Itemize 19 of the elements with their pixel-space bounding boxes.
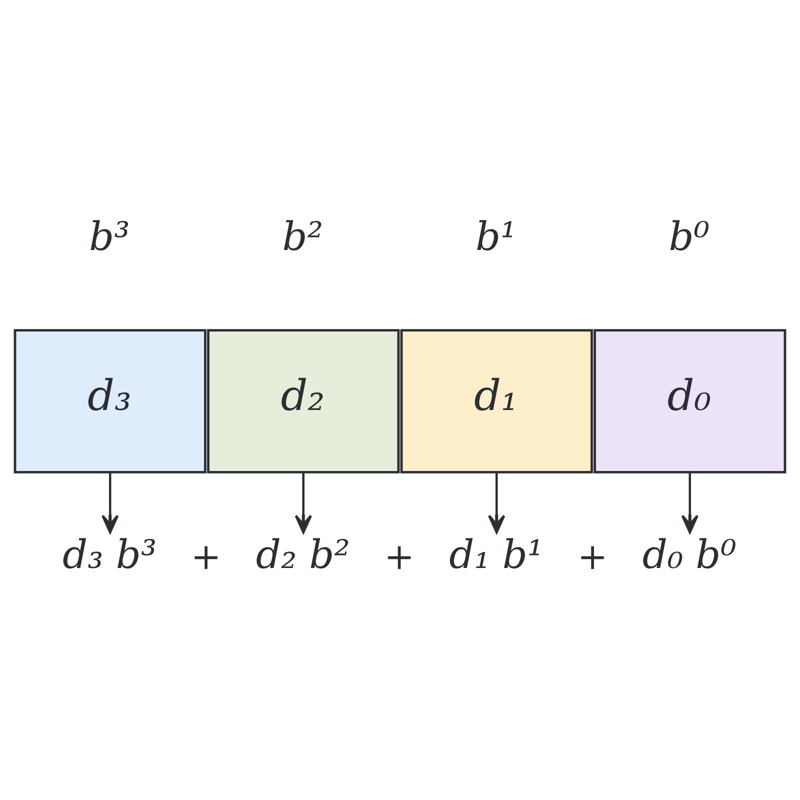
label: + [384, 534, 415, 578]
node-label: b³ [88, 214, 130, 260]
label: + [577, 534, 608, 578]
node-text: d₁ b¹ [449, 532, 544, 578]
node-text: d₀ b⁰ [642, 532, 737, 578]
node-box: d₃ [14, 328, 206, 473]
arrow [681, 472, 698, 533]
node-box: d₁ [400, 328, 593, 473]
arrow [294, 472, 312, 533]
arrow [102, 472, 119, 533]
node-label: b⁰ [668, 214, 710, 260]
node-text: d₃ b³ [62, 532, 157, 578]
node-text: d₂ b² [256, 532, 350, 578]
node-label: b¹ [475, 214, 516, 260]
node-box: d₂ [207, 328, 400, 473]
node-box: d₀ [594, 328, 786, 473]
label: + [190, 534, 222, 578]
node-label: b² [282, 214, 324, 260]
arrow [488, 472, 506, 533]
